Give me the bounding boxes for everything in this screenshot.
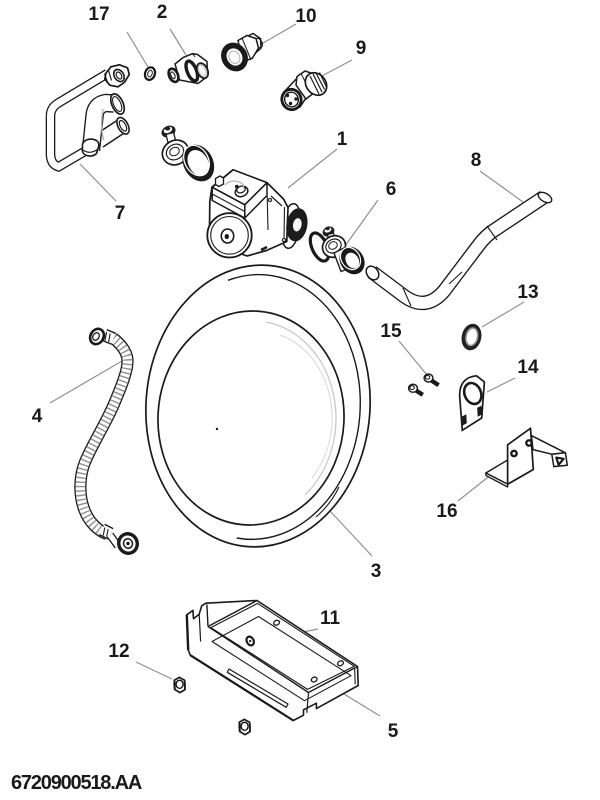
svg-text:6720900518.AA: 6720900518.AA	[11, 772, 142, 794]
svg-text:1: 1	[337, 129, 348, 150]
svg-text:12: 12	[108, 641, 129, 662]
svg-text:17: 17	[88, 4, 109, 25]
svg-text:15: 15	[380, 321, 402, 342]
svg-text:2: 2	[157, 2, 168, 23]
svg-text:10: 10	[295, 6, 316, 27]
svg-text:16: 16	[436, 501, 457, 522]
svg-text:7: 7	[115, 203, 126, 224]
svg-text:14: 14	[517, 357, 539, 378]
svg-text:13: 13	[517, 282, 538, 303]
svg-text:3: 3	[371, 561, 382, 582]
svg-text:6: 6	[386, 179, 397, 200]
svg-text:4: 4	[32, 406, 43, 427]
svg-text:8: 8	[471, 150, 482, 171]
svg-text:5: 5	[388, 721, 399, 742]
svg-text:9: 9	[356, 38, 367, 59]
svg-text:11: 11	[320, 608, 341, 629]
